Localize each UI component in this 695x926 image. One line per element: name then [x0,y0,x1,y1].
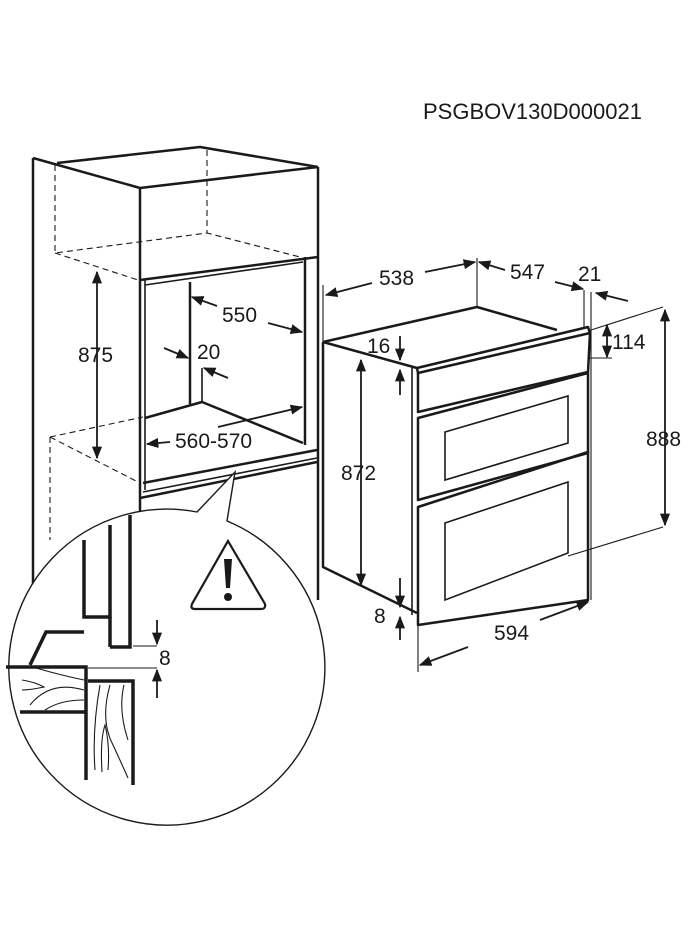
dim-body-depth: 538 [379,267,414,290]
dim-bottom-offset: 8 [374,605,386,628]
product-code: PSGBOV130D000021 [423,99,642,124]
dim-gap: 8 [159,647,171,670]
dim-depth-with-front: 547 [510,261,545,284]
dim-body-height: 872 [341,462,376,485]
oven-drawing [321,258,671,672]
detail-inset [6,469,326,826]
dim-total-height: 888 [646,428,681,451]
dim-niche-depth: 550 [222,304,257,327]
dim-rear-gap: 20 [197,341,220,364]
dim-niche-width: 560-570 [175,430,252,453]
dim-width: 594 [494,622,529,645]
warning-triangle-icon [190,538,267,611]
cabinet-drawing [31,145,320,620]
dim-control-panel-height: 114 [612,331,646,354]
dim-front-thickness: 21 [578,263,601,286]
dim-top-offset: 16 [367,335,390,358]
dim-niche-height: 875 [78,344,113,367]
